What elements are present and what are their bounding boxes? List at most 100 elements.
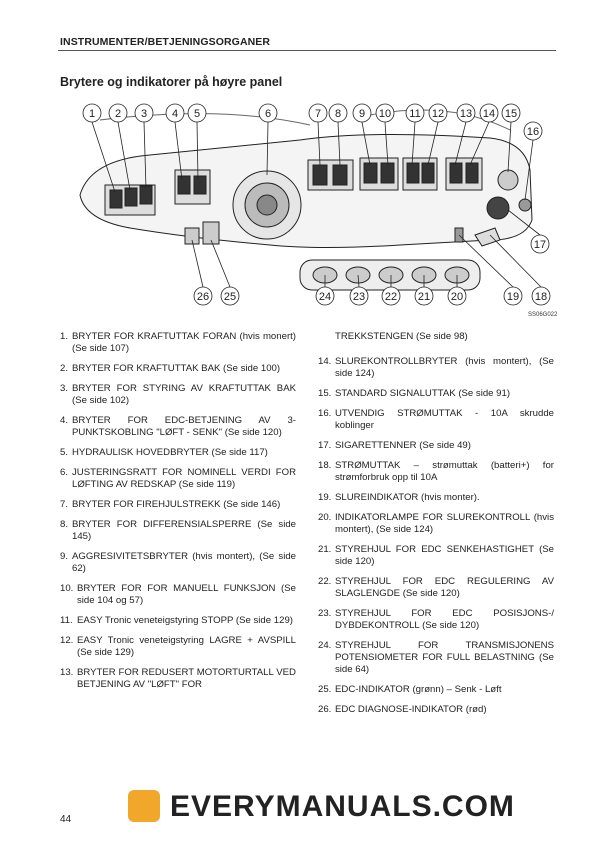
list-item: 19.SLUREINDIKATOR (hvis monter).: [318, 492, 554, 504]
callout-leader: [454, 121, 467, 166]
item-number: 7.: [60, 499, 69, 510]
watermark-logo: [128, 790, 160, 822]
callout-number: 21: [418, 291, 430, 303]
list-item: 16.UTVENDIG STRØMUTTAK - 10A skrudde kob…: [318, 408, 554, 432]
callout-circle: [428, 103, 448, 123]
item-text: BRYTER FOR STYRING AV KRAFTUTTAK BAK (Se…: [72, 383, 296, 406]
list-item: 3.BRYTER FOR STYRING AV KRAFTUTTAK BAK (…: [60, 383, 296, 407]
callout-number: 8: [335, 108, 341, 120]
list-item: 22.STYREHJUL FOR EDC REGULERING AV SLAGL…: [318, 576, 554, 600]
item-number: 21.: [318, 544, 332, 555]
list-item: 13.BRYTER FOR REDUSERT MOTORTURTALL VED …: [60, 667, 296, 691]
section-header: INSTRUMENTER/BETJENINGSORGANER: [60, 36, 271, 48]
page-number: 44: [60, 814, 72, 825]
callout-number: 1: [89, 108, 95, 120]
item-text: AGGRESIVITETSBRYTER (hvis montert), (Se …: [72, 551, 296, 574]
list-item: 10.BRYTER FOR FOR MANUELL FUNKSJON (Se s…: [60, 583, 296, 607]
item-number: 9.: [60, 551, 69, 562]
callout-circle: [414, 286, 434, 306]
callout-number: 10: [379, 108, 391, 120]
list-item: 2.BRYTER FOR KRAFTUTTAK BAK (Se side 100…: [60, 363, 296, 375]
callout-circle: [405, 103, 425, 123]
callout-leader: [507, 209, 541, 236]
callout-number: 12: [432, 108, 444, 120]
item-number: 15.: [318, 388, 332, 399]
item-number: 1.: [60, 331, 69, 342]
callout-number: 5: [194, 108, 200, 120]
item-text: STYREHJUL FOR EDC SENKEHASTIGHET (Se sid…: [335, 544, 554, 567]
callout-circle: [134, 103, 154, 123]
callout-circle: [315, 286, 335, 306]
list-item: 25.EDC-INDIKATOR (grønn) – Senk - Løft: [318, 684, 554, 696]
item-text: BRYTER FOR REDUSERT MOTORTURTALL VED BET…: [77, 667, 296, 690]
item-text: EASY Tronic veneteigstyring STOPP (Se si…: [77, 615, 293, 626]
callout-leader: [411, 121, 416, 166]
page-subtitle: Brytere og indikatorer på høyre panel: [60, 75, 283, 89]
item-text: EDC-INDIKATOR (grønn) – Senk - Løft: [335, 684, 502, 695]
callout-circle: [352, 103, 372, 123]
item-number: 8.: [60, 519, 69, 530]
item-number: 20.: [318, 512, 332, 523]
callout-number: 16: [527, 126, 539, 138]
callout-number: 7: [315, 108, 321, 120]
callout-number: 11: [409, 108, 420, 120]
list-item: 5.HYDRAULISK HOVEDBRYTER (Se side 117): [60, 447, 296, 459]
list-item: 23.STYREHJUL FOR EDC POSISJONS-/ DYBDEKO…: [318, 608, 554, 632]
item-text: STYREHJUL FOR EDC POSISJONS-/ DYBDEKONTR…: [335, 608, 554, 631]
callout-circle: [503, 286, 523, 306]
callout-number: 3: [141, 108, 147, 120]
list-item: 7.BRYTER FOR FIREHJULSTREKK (Se side 146…: [60, 499, 296, 511]
callout-leader: [524, 139, 534, 201]
callout-leader: [317, 121, 321, 166]
callout-leader: [210, 239, 231, 288]
list-item: 12.EASY Tronic veneteigstyring LAGRE + A…: [60, 635, 296, 659]
callout-circle: [375, 103, 395, 123]
item-number: 5.: [60, 447, 69, 458]
list-item: 14.SLUREKONTROLLBRYTER (hvis montert), (…: [318, 356, 554, 380]
callout-number: 18: [535, 291, 547, 303]
item-number: 13.: [60, 667, 74, 678]
callout-circle: [381, 286, 401, 306]
callout-leader: [427, 121, 439, 166]
item-number: 17.: [318, 440, 332, 451]
callout-leader: [489, 234, 542, 288]
callout-number: 25: [224, 291, 236, 303]
callout-circle: [456, 103, 476, 123]
item-number: 19.: [318, 492, 332, 503]
callout-number: 9: [359, 108, 365, 120]
item-text: SLUREKONTROLLBRYTER (hvis montert), (Se …: [335, 356, 554, 379]
callout-circle: [258, 103, 278, 123]
item-number: 26.: [318, 704, 332, 715]
callout-number: 20: [451, 291, 463, 303]
list-item: 26.EDC DIAGNOSE-INDIKATOR (rød): [318, 704, 554, 716]
callout-leader: [117, 121, 131, 191]
item-list-left: 1.BRYTER FOR KRAFTUTTAK FORAN (hvis mone…: [60, 331, 296, 699]
list-item: 11.EASY Tronic veneteigstyring STOPP (Se…: [60, 615, 296, 627]
callout-number: 19: [507, 291, 519, 303]
callout-number: 22: [385, 291, 397, 303]
item-number: 18.: [318, 460, 332, 471]
item-number: 2.: [60, 363, 69, 374]
callout-leader: [337, 121, 341, 166]
item-number: 23.: [318, 608, 332, 619]
callout-leader: [469, 121, 490, 166]
callout-leader: [357, 274, 360, 288]
item-13-continued: TREKKSTENGEN (Se side 98): [335, 331, 468, 342]
list-item: 1.BRYTER FOR KRAFTUTTAK FORAN (hvis mone…: [60, 331, 296, 355]
item-number: 14.: [318, 356, 332, 367]
callout-leader: [458, 234, 514, 288]
item-text: BRYTER FOR KRAFTUTTAK BAK (Se side 100): [72, 363, 281, 374]
item-text: STYREHJUL FOR TRANSMISJONENS POTENSIOMET…: [335, 640, 554, 675]
callout-number: 17: [534, 239, 546, 251]
list-item: 4.BRYTER FOR EDC-BETJENING AV 3-PUNKTSKO…: [60, 415, 296, 439]
callout-number: 23: [353, 291, 365, 303]
callout-number: 14: [483, 108, 495, 120]
item-number: 24.: [318, 640, 332, 651]
callout-circle: [165, 103, 185, 123]
callout-leader: [384, 121, 389, 166]
callout-leader: [191, 239, 204, 288]
callout-circle: [308, 103, 328, 123]
item-list-right: TREKKSTENGEN (Se side 98) 14.SLUREKONTRO…: [318, 331, 554, 724]
